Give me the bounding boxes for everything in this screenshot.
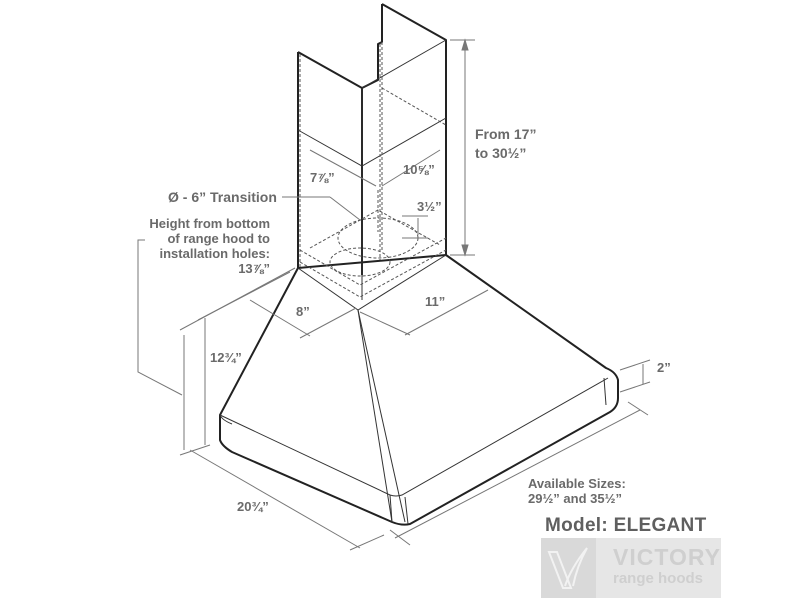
top-depth-label: 8” bbox=[296, 304, 310, 319]
chimney-depth-label: 7⅞” bbox=[310, 170, 335, 185]
chimney-height-label: From 17” to 30½” bbox=[475, 126, 537, 161]
transition-height-label: 3½” bbox=[417, 199, 442, 214]
chimney-width-label: 10⅝” bbox=[403, 162, 435, 177]
hood-height-label: 12¾” bbox=[210, 350, 242, 365]
victory-logo: VICTORY range hoods bbox=[541, 538, 721, 598]
chimney-outline bbox=[297, 51, 363, 275]
top-width-label: 11” bbox=[425, 294, 446, 309]
logo-brand: VICTORY bbox=[613, 544, 721, 570]
logo-tagline: range hoods bbox=[613, 570, 704, 587]
model-name: Model: ELEGANT bbox=[545, 515, 707, 536]
transition-label: Ø - 6” Transition bbox=[168, 189, 277, 205]
available-sizes-label: Available Sizes: 29½” and 35½” bbox=[528, 476, 626, 506]
hood-outline bbox=[219, 254, 619, 526]
hood-depth-label: 20¾” bbox=[237, 499, 269, 514]
install-height-label: Height from bottom of range hood to inst… bbox=[149, 216, 270, 276]
trim-height-label: 2” bbox=[657, 360, 671, 375]
victory-v-icon bbox=[541, 538, 596, 598]
